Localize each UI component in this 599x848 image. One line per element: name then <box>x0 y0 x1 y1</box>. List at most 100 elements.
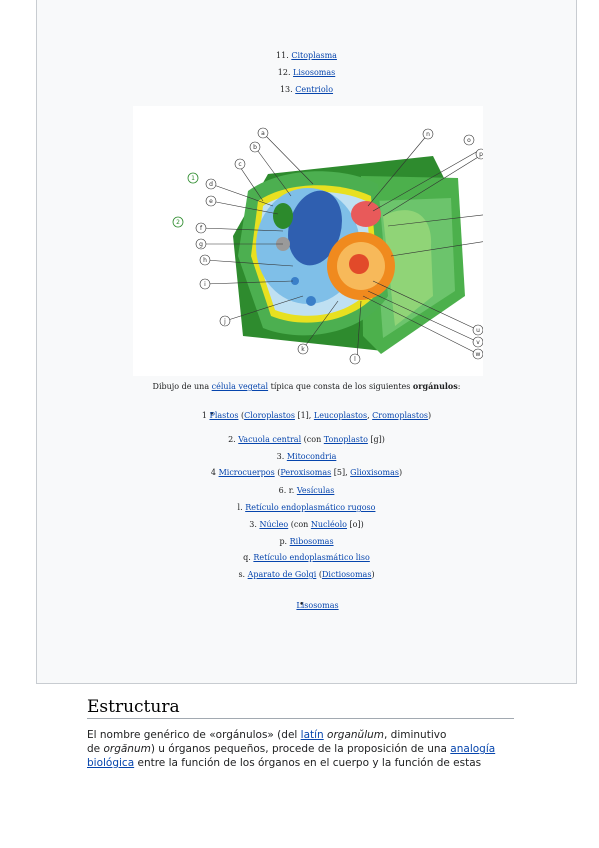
svg-text:v: v <box>476 339 480 346</box>
link-citoplasma[interactable]: Citoplasma <box>291 51 337 60</box>
link-cloroplastos[interactable]: Cloroplastos <box>244 411 295 420</box>
section-paragraph: El nombre genérico de «orgánulos» (del l… <box>87 728 527 770</box>
plant-cell-diagram: a b c d e f g h i j k l n o p u v w 1 2 <box>172 127 514 365</box>
list-text: (con <box>301 435 324 444</box>
plant-cell-figure[interactable]: a b c d e f g h i j k l n o p u v w 1 2 <box>133 106 514 376</box>
link-tonoplasto[interactable]: Tonoplasto <box>323 435 368 444</box>
svg-text:w: w <box>476 351 481 358</box>
svg-text:a: a <box>261 130 265 137</box>
link-leucoplastos[interactable]: Leucoplastos <box>313 411 368 420</box>
caption-text: típica que consta de los siguientes <box>268 382 413 391</box>
list-number: 6. r. <box>278 486 297 495</box>
list-text: ( <box>316 570 322 579</box>
list-text: ( <box>274 468 281 477</box>
para-text: , diminutivo <box>384 729 447 741</box>
list-item: 13. Centriolo <box>37 85 576 95</box>
bullet: • <box>209 410 215 420</box>
list-number: s. <box>238 570 248 579</box>
link-reticulo-rugoso[interactable]: Retículo endoplasmático rugoso <box>245 503 376 512</box>
svg-text:k: k <box>301 346 305 353</box>
figure-caption: Dibujo de una célula vegetal típica que … <box>37 381 576 392</box>
link-analogia[interactable]: analogía <box>450 743 496 755</box>
list-item: q. Retículo endoplasmático liso <box>37 553 576 563</box>
link-centriolo[interactable]: Centriolo <box>295 85 334 94</box>
svg-text:2: 2 <box>176 219 180 226</box>
link-nucleolo[interactable]: Nucléolo <box>310 520 347 529</box>
link-glioxisomas[interactable]: Glioxisomas <box>350 468 399 477</box>
link-ribosomas[interactable]: Ribosomas <box>289 537 334 546</box>
svg-text:f: f <box>200 225 203 232</box>
list-item: 4 Microcuerpos (Peroxisomas [5], Glioxis… <box>37 468 576 478</box>
svg-text:p: p <box>479 151 483 158</box>
link-aparato-golgi[interactable]: Aparato de Golgi <box>247 570 317 579</box>
para-text: de <box>87 743 104 755</box>
list-item: 6. r. Vesículas <box>37 486 576 496</box>
link-reticulo-liso[interactable]: Retículo endoplasmático liso <box>253 553 370 562</box>
list-text: [g]) <box>367 435 385 444</box>
list-item: p. Ribosomas <box>37 537 576 547</box>
list-text: [1], <box>294 411 314 420</box>
link-biologica[interactable]: biológica <box>87 757 135 769</box>
link-vesiculas[interactable]: Vesículas <box>296 486 335 495</box>
svg-text:i: i <box>204 281 206 288</box>
para-text: entre la función de los órganos en el cu… <box>134 757 482 769</box>
link-lisosomas[interactable]: Lisosomas <box>293 68 336 77</box>
list-number: 3. <box>276 452 287 461</box>
list-number: 3. <box>249 520 260 529</box>
link-dictiosomas[interactable]: Dictiosomas <box>322 570 372 579</box>
list-item: 3. Mitocondria <box>37 452 576 462</box>
list-item: s. Aparato de Golgi (Dictiosomas) <box>37 570 576 580</box>
para-text: ) u órganos pequeños, procede de la prop… <box>150 743 451 755</box>
section-divider <box>87 718 514 719</box>
bullet: • <box>299 600 305 610</box>
list-number: 1 <box>201 411 210 420</box>
svg-text:c: c <box>238 161 241 168</box>
list-text: [o]) <box>346 520 364 529</box>
list-number: 2. <box>228 435 239 444</box>
link-lisosomas[interactable]: Lisosomas <box>296 601 339 610</box>
link-celula-vegetal[interactable]: célula vegetal <box>211 382 269 391</box>
list-number: 13. <box>279 85 293 94</box>
para-italic: orgănum <box>103 743 151 755</box>
link-nucleo[interactable]: Núcleo <box>259 520 289 529</box>
link-latin[interactable]: latín <box>300 729 324 741</box>
list-text: ) <box>428 411 432 420</box>
list-item: 12. Lisosomas <box>37 68 576 78</box>
list-text: (con <box>288 520 311 529</box>
svg-text:b: b <box>253 144 257 151</box>
svg-text:1: 1 <box>191 175 195 182</box>
svg-text:u: u <box>476 327 480 334</box>
svg-text:o: o <box>467 137 471 144</box>
list-item: 3. Núcleo (con Nucléolo [o]) <box>37 520 576 530</box>
para-text: El nombre genérico de «orgánulos» (del <box>87 729 301 741</box>
para-italic: organŭlum <box>327 729 384 741</box>
svg-text:e: e <box>209 198 213 205</box>
list-item: 2. Vacuola central (con Tonoplasto [g]) <box>37 435 576 445</box>
list-text: ( <box>238 411 245 420</box>
list-item: l. Retículo endoplasmático rugoso <box>37 503 576 513</box>
link-peroxisomas[interactable]: Peroxisomas <box>280 468 332 477</box>
svg-text:d: d <box>209 181 213 188</box>
svg-text:l: l <box>354 356 356 363</box>
list-number: 12. <box>277 68 291 77</box>
list-text: ) <box>371 570 375 579</box>
list-text: [5], <box>331 468 351 477</box>
list-text: ) <box>398 468 403 477</box>
link-cromoplastos[interactable]: Cromoplastos <box>372 411 429 420</box>
list-number: 11. <box>276 51 289 60</box>
list-text: , <box>367 411 373 420</box>
link-vacuola-central[interactable]: Vacuola central <box>238 435 302 444</box>
link-microcuerpos[interactable]: Microcuerpos <box>218 468 275 477</box>
svg-text:j: j <box>223 318 226 325</box>
link-mitocondria[interactable]: Mitocondria <box>286 452 337 461</box>
list-number: l. <box>237 503 246 512</box>
infobox-panel: 11. Citoplasma 12. Lisosomas 13. Centrio… <box>36 0 577 684</box>
list-item: 1 Plastos (Cloroplastos [1], Leucoplasto… <box>37 411 576 421</box>
svg-text:g: g <box>199 241 203 248</box>
caption-bold: orgánulos <box>412 381 458 391</box>
list-number: q. <box>243 553 254 562</box>
section-heading: Estructura <box>87 697 180 717</box>
svg-text:h: h <box>203 257 207 264</box>
link-plastos[interactable]: Plastos <box>209 411 239 420</box>
caption-text: : <box>457 382 461 391</box>
